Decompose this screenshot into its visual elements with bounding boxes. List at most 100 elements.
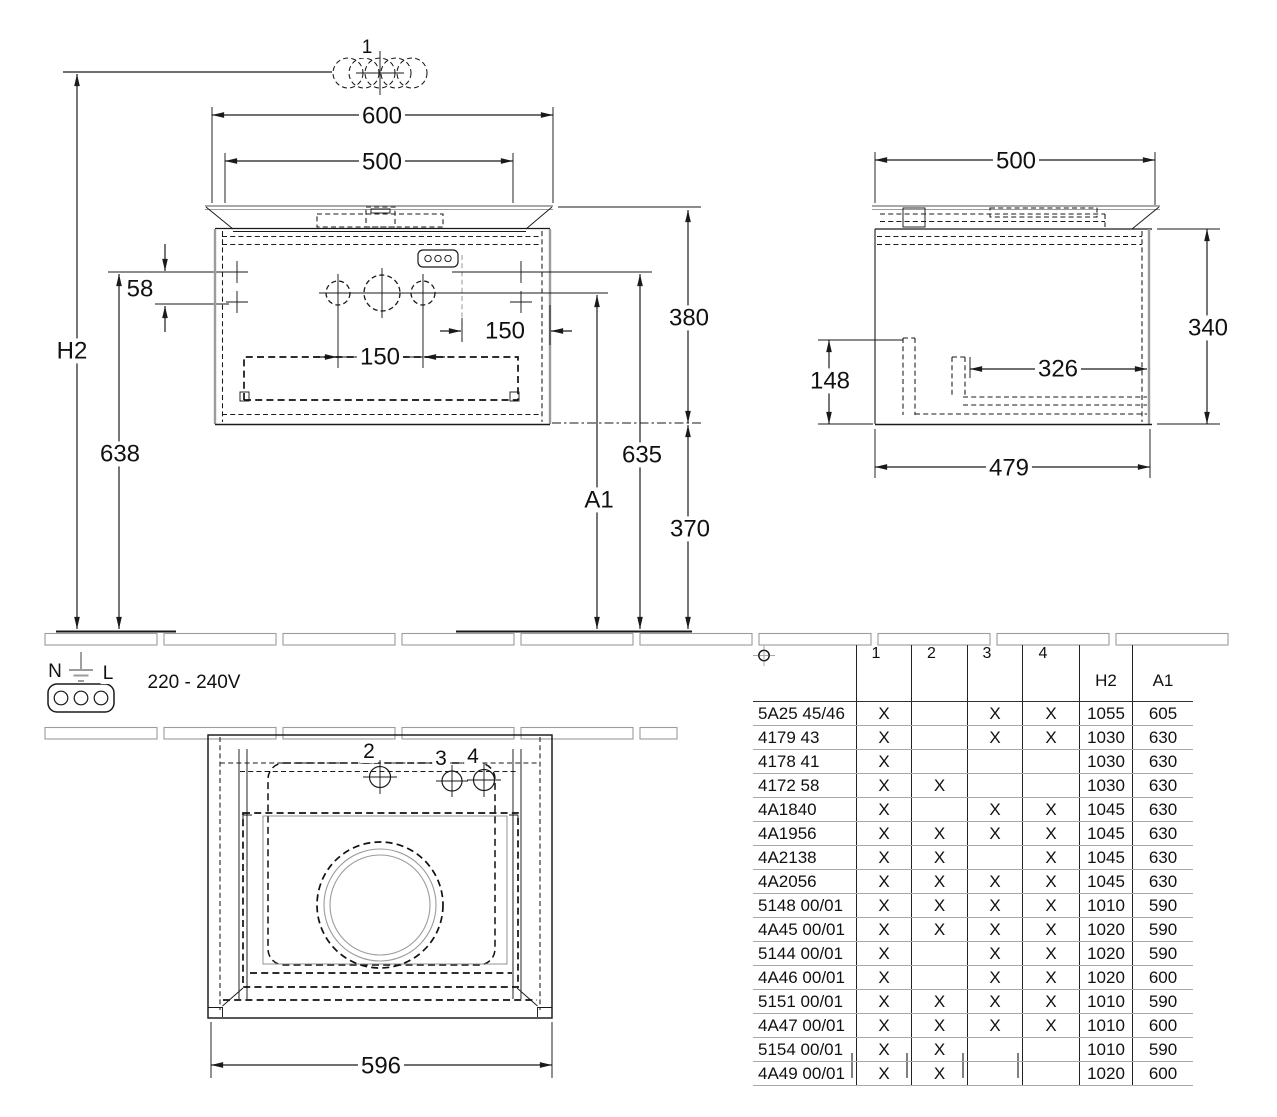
hole-mark-cell: X [856, 773, 912, 798]
dim-148-label: 148 [806, 368, 854, 394]
dimension-value-cell: 1045 [1079, 797, 1133, 822]
hole-mark-cell: X [1022, 965, 1080, 990]
hole-mark-cell: X [967, 941, 1023, 966]
dimension-value-cell: 600 [1132, 965, 1193, 990]
voltage-label: 220 - 240V [145, 672, 243, 694]
hole-mark-cell: X [911, 845, 968, 870]
hole-mark-cell: X [856, 1013, 912, 1038]
hole-mark-cell: X [1022, 701, 1080, 726]
dimension-value-cell: 1010 [1079, 989, 1133, 1014]
hole-mark-cell: X [1022, 845, 1080, 870]
hole-mark-cell [911, 701, 968, 726]
hole-mark-cell: X [967, 869, 1023, 894]
model-cell: 4A1956 [753, 821, 857, 846]
dim-150-center-label: 150 [356, 344, 404, 370]
dimension-value-cell: 1030 [1079, 749, 1133, 774]
hole-mark-cell [1022, 1037, 1080, 1062]
hole-2-column-label: 2 [927, 645, 936, 662]
hole-mark-cell: X [856, 941, 912, 966]
hole-mark-cell: X [856, 1061, 912, 1086]
dimension-value-cell: 1020 [1079, 941, 1133, 966]
dim-596-label: 596 [357, 1053, 405, 1079]
hole-mark-cell [911, 965, 968, 990]
hole-mark-cell: X [856, 725, 912, 750]
model-cell: 4A46 00/01 [753, 965, 857, 990]
dim-side-500-label: 500 [992, 148, 1040, 174]
dimension-value-cell: 1045 [1079, 845, 1133, 870]
hole-mark-cell [911, 797, 968, 822]
hole-mark-cell: X [1022, 893, 1080, 918]
hole-mark-cell: X [967, 989, 1023, 1014]
dimension-value-cell: 590 [1132, 941, 1193, 966]
power-socket-symbol [417, 249, 459, 268]
hole-mark-cell: X [1022, 941, 1080, 966]
h2-column-header: H2 [1079, 645, 1133, 702]
hole-mark-cell [911, 941, 968, 966]
front-view-linework [63, 51, 701, 629]
model-cell: 4A2056 [753, 869, 857, 894]
hole-mark-cell: X [967, 821, 1023, 846]
dimension-value-cell: 590 [1132, 893, 1193, 918]
hole-mark-cell [1022, 773, 1080, 798]
dimension-value-cell: 1010 [1079, 1037, 1133, 1062]
hole-mark-cell: X [856, 749, 912, 774]
hole-mark-cell: X [967, 797, 1023, 822]
hole-4-label: 4 [464, 745, 482, 769]
hole-mark-cell [967, 773, 1023, 798]
dim-380-label: 380 [665, 305, 713, 331]
hole-mark-cell: X [911, 893, 968, 918]
dimension-value-cell: 1030 [1079, 773, 1133, 798]
dimension-value-cell: 1020 [1079, 965, 1133, 990]
model-cell: 5144 00/01 [753, 941, 857, 966]
hole-mark-cell: X [911, 773, 968, 798]
dimension-value-cell: 630 [1132, 869, 1193, 894]
hole-mark-cell [967, 749, 1023, 774]
hole-1-column-header: 1 [753, 645, 912, 702]
hole-mark-cell: X [911, 917, 968, 942]
model-column-header [753, 645, 857, 702]
hole-2-column-header: 2 [753, 645, 968, 702]
dim-600-label: 600 [358, 103, 406, 129]
dim-638-label: 638 [96, 441, 144, 467]
hole-mark-cell: X [967, 725, 1023, 750]
a1-column-header: A1 [1132, 645, 1193, 702]
dim-479-label: 479 [985, 455, 1033, 481]
live-label: L [100, 663, 116, 685]
model-cell: 5154 00/01 [753, 1037, 857, 1062]
hole-mark-cell [967, 1037, 1023, 1062]
hole-mark-cell: X [911, 821, 968, 846]
dimension-value-cell: 600 [1132, 1013, 1193, 1038]
dimension-value-cell: 630 [1132, 749, 1193, 774]
hole-mark-cell: X [911, 1061, 968, 1086]
floor-line-upper [44, 630, 1229, 646]
dim-h2-label: H2 [53, 338, 91, 364]
dimension-value-cell: 590 [1132, 1037, 1193, 1062]
model-cell: 4A47 00/01 [753, 1013, 857, 1038]
side-view-linework [818, 152, 1220, 478]
hole-mark-cell: X [1022, 989, 1080, 1014]
hole-mark-cell: X [967, 701, 1023, 726]
hole-mark-cell: X [856, 893, 912, 918]
dimension-value-cell: 600 [1132, 1061, 1193, 1086]
mounting-hole-crosses [226, 261, 532, 313]
position-1-label: 1 [359, 37, 375, 59]
hole-2-label: 2 [360, 740, 378, 764]
hole-mark-cell [911, 725, 968, 750]
socket-icon [47, 683, 115, 713]
hole-mark-cell: X [856, 797, 912, 822]
hole-mark-cell [911, 749, 968, 774]
faucet-hole-markers [319, 268, 442, 318]
dimension-value-cell: 590 [1132, 917, 1193, 942]
hole-mark-cell [967, 845, 1023, 870]
hole-mark-cell: X [856, 869, 912, 894]
dimension-value-cell: 1045 [1079, 821, 1133, 846]
dimension-value-cell: 630 [1132, 821, 1193, 846]
